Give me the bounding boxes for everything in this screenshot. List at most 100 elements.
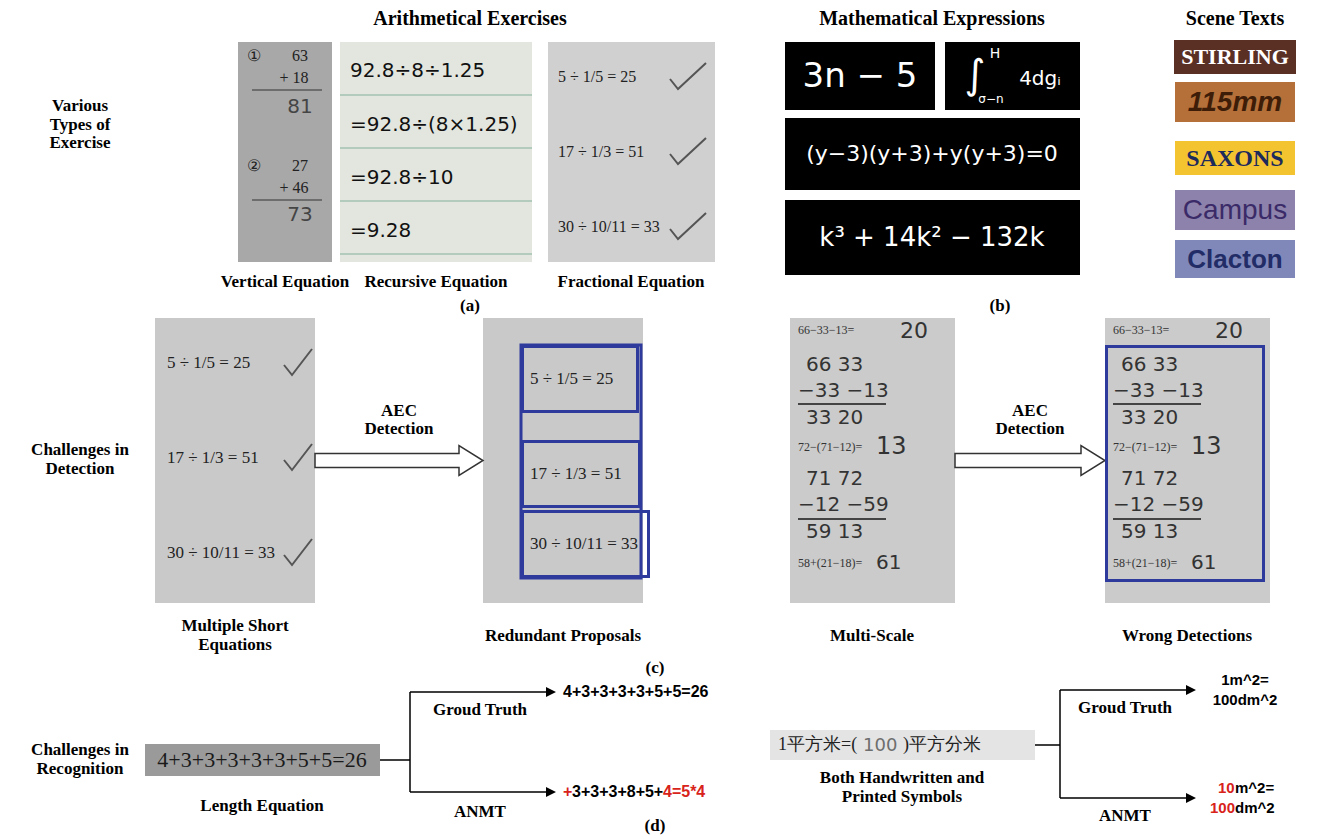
handwritten-answer: 20 — [900, 319, 928, 343]
printed-equation: 30 ÷ 10/11 = 33 — [558, 218, 660, 236]
caption-text: Length Equation — [200, 797, 323, 816]
printed-equation: 63 — [292, 47, 308, 65]
photo-panel — [155, 318, 315, 603]
handwritten-equation: 71 72 — [806, 467, 863, 489]
recognition-result: 3+3+3+8+5+ — [572, 783, 663, 801]
section-heading: Scene Texts — [1186, 7, 1284, 29]
printed-equation: )平方分米 — [903, 735, 981, 755]
proposal-box: 30 ÷ 10/11 = 33 — [521, 510, 650, 578]
math-expression: H — [990, 46, 1001, 61]
handwritten-equation: 66 33 — [1121, 353, 1178, 375]
bracket-line — [380, 692, 546, 792]
caption-text: ANMT — [454, 803, 506, 822]
handwritten-answer: 81 — [287, 95, 312, 117]
handwritten-equation: −33 −13 — [1113, 379, 1204, 401]
photo-panel: 5 ÷ 1/5 = 25 17 ÷ 1/3 = 51 30 ÷ 10/11 = 33… — [483, 318, 643, 603]
handwritten-equation: 66 33 — [806, 353, 863, 375]
scene-text: 115mm — [1188, 87, 1282, 118]
math-expression: ∫ — [965, 52, 986, 96]
notebook-rule — [340, 95, 532, 254]
recognition-error: 100 — [1210, 800, 1235, 817]
proposal-box: 17 ÷ 1/3 = 51 — [521, 440, 641, 508]
caption-text: Groud Truth — [1078, 699, 1172, 718]
photo-panel: ①63+ 1881②27+ 4673Vertical Equation — [238, 42, 332, 262]
printed-equation: ② — [247, 157, 261, 175]
caption-text: Multiple Short Equations — [170, 617, 300, 654]
section-heading: Arithmetical Exercises — [373, 7, 566, 29]
photo-panel — [790, 318, 955, 603]
caption-text: (d) — [645, 817, 666, 836]
recognition-error: + — [563, 783, 572, 801]
printed-equation: 66−33−13= — [1113, 324, 1169, 337]
math-expression: 4dgᵢ — [1019, 67, 1061, 89]
block-arrow — [955, 446, 1105, 476]
photo-panel — [340, 42, 532, 262]
bracket-line — [1035, 690, 1186, 798]
handwritten-answer: 20 — [1215, 319, 1243, 343]
handwritten-equation: 59 13 — [806, 520, 863, 542]
handwritten-answer: 13 — [876, 433, 907, 459]
recognition-result: 4+3+3+3+3+5+5=26 — [563, 683, 709, 701]
handwritten-equation: 92.8÷8÷1.25 — [350, 59, 485, 81]
printed-equation: 30 ÷ 10/11 = 33 — [530, 535, 638, 554]
printed-equation: + 46 — [279, 179, 308, 197]
handwritten-equation: −12 −59 — [1113, 493, 1204, 515]
check-mark — [670, 63, 706, 239]
scene-text-crop: 115mm — [1175, 82, 1295, 122]
caption-text: (c) — [646, 659, 665, 678]
printed-equation: + 18 — [279, 69, 308, 87]
photo-strip: 1平方米=(100)平方分米Both Handwritten and Print… — [770, 730, 1035, 760]
math-expression: k³ + 14k² − 132k — [819, 223, 1044, 252]
printed-equation: 17 ÷ 1/3 = 51 — [167, 449, 259, 468]
expression-panel: (y−3)(y+3)+y(y+3)=0 — [785, 118, 1080, 190]
proposal-box: 5 ÷ 1/5 = 25 — [521, 345, 639, 413]
handwritten-equation: 33 20 — [806, 406, 863, 428]
handwritten-equation: 61 — [1191, 551, 1216, 573]
printed-equation: 17 ÷ 1/3 = 51 — [558, 143, 644, 161]
math-expression: 3n − 5 — [803, 57, 918, 94]
scene-text: SAXONS — [1186, 145, 1283, 171]
scene-text-crop: SAXONS — [1175, 141, 1295, 175]
photo-panel: 66 33−33 −1333 2072−(71−12)=1371 72−12 −… — [1105, 318, 1270, 603]
handwritten-equation: =9.28 — [350, 219, 411, 241]
sum-rule — [252, 90, 322, 200]
handwritten-equation: 59 13 — [1121, 520, 1178, 542]
caption-text: Multi-Scale — [830, 627, 914, 646]
photo-strip — [145, 744, 380, 776]
caption-text: Both Handwritten and Printed Symbols — [820, 769, 985, 806]
scene-text: Campus — [1183, 195, 1287, 226]
printed-equation: 30 ÷ 10/11 = 33 — [167, 544, 275, 563]
photo-panel: 5 ÷ 1/5 = 25 17 ÷ 1/3 = 51 30 ÷ 10/11 = 33… — [155, 318, 315, 603]
proposal-box — [521, 345, 641, 578]
recognition-result: 100dm^2 — [1213, 692, 1278, 709]
handwritten-equation: =92.8÷10 — [350, 166, 454, 188]
scene-text-crop: STIRLING — [1174, 40, 1296, 74]
block-arrow — [315, 446, 483, 476]
printed-equation: 17 ÷ 1/3 = 51 — [530, 465, 622, 484]
printed-equation: 72−(71−12)= — [1113, 441, 1177, 454]
printed-equation: 66−33−13= — [798, 324, 854, 337]
photo-strip — [770, 730, 1035, 760]
math-expression: σ−n — [978, 93, 1003, 106]
photo-panel: 66−33−13=2066 33−33 −1333 2072−(71−12)=1… — [790, 318, 955, 603]
edge-label: AEC Detection — [349, 402, 449, 439]
expression-panel: k³ + 14k² − 132k — [785, 200, 1080, 275]
caption-text: Vertical Equation — [221, 273, 349, 292]
printed-equation: 27 — [292, 157, 308, 175]
printed-equation: 5 ÷ 1/5 = 25 — [558, 68, 636, 86]
caption-text: (b) — [990, 297, 1011, 316]
printed-equation: 5 ÷ 1/5 = 25 — [167, 354, 250, 373]
printed-equation: 58+(21−18)= — [1113, 557, 1177, 570]
photo-panel — [1105, 318, 1270, 603]
caption-text: Wrong Detections — [1122, 627, 1252, 646]
detection-box: 66 33−33 −1333 2072−(71−12)=1371 72−12 −… — [1105, 345, 1265, 582]
handwritten-equation: −33 −13 — [798, 379, 889, 401]
handwritten-equation: =92.8÷(8×1.25) — [350, 113, 518, 135]
caption-text: Challenges in Detection — [20, 441, 140, 478]
expression-panel: ∫ Hσ−n 4dgᵢ — [945, 42, 1080, 110]
printed-equation: ① — [247, 47, 261, 65]
printed-equation: 5 ÷ 1/5 = 25 — [530, 370, 613, 389]
printed-equation: 1平方米=( — [778, 735, 857, 755]
caption-text: (a) — [460, 297, 480, 316]
check-mark — [284, 349, 312, 565]
